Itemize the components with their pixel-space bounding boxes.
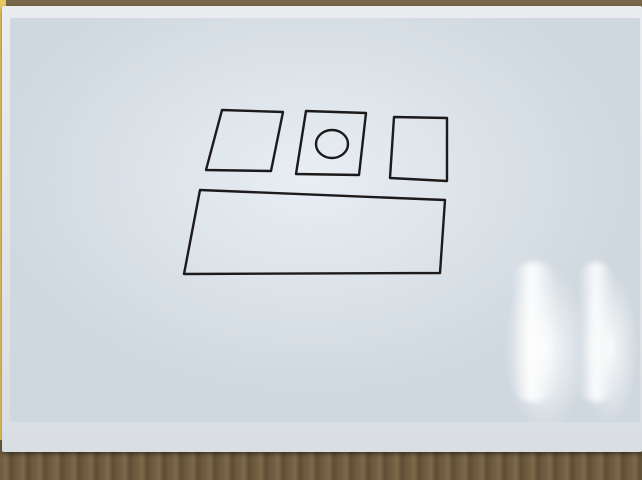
light-glare: [512, 262, 556, 402]
light-glare: [578, 262, 614, 402]
sketch-box-left: [204, 108, 285, 173]
sketch-circle: [314, 128, 350, 160]
sketch-box-right: [388, 115, 449, 183]
sketch-box-middle: [294, 109, 368, 177]
sketch-box-bottom: [182, 188, 447, 276]
